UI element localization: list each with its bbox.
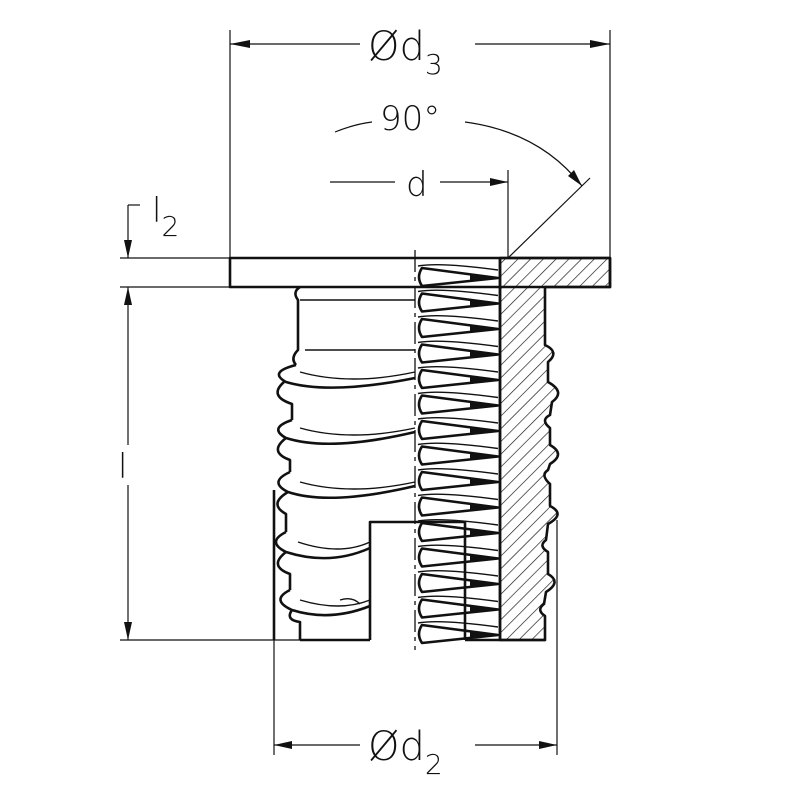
angle-label: 90°: [380, 99, 440, 139]
thread-tooth-tip: [470, 554, 498, 563]
thread-flank: [417, 289, 499, 297]
thread-flank: [417, 263, 499, 271]
thread-tooth-tip: [470, 529, 498, 537]
thread-tooth: [417, 419, 500, 441]
thread-flank: [417, 442, 499, 450]
l-label: l: [118, 447, 127, 487]
l2-label: l2: [152, 191, 179, 243]
thread-tooth: [417, 266, 500, 288]
thread-tooth: [417, 394, 500, 415]
thread-tooth: [417, 317, 500, 339]
thread-flank: [417, 416, 499, 424]
thread-tooth-tip: [470, 605, 498, 614]
thread-flank: [417, 314, 499, 322]
d2-label: Ød2: [368, 724, 443, 781]
thread-tooth-tip: [470, 401, 498, 410]
dimension-d3: Ød3: [229, 24, 611, 258]
dimension-angle: 90°: [334, 99, 591, 259]
dimension-d: d: [330, 165, 509, 258]
thread-flank: [417, 493, 499, 501]
section-hatch: [498, 256, 612, 642]
thread-flank: [417, 620, 499, 628]
thread-tooth-tip: [470, 350, 498, 359]
thread-flank: [417, 340, 499, 348]
thread-tooth: [417, 470, 500, 492]
thread-tooth-tip: [470, 478, 498, 486]
thread-tooth: [417, 547, 500, 568]
thread-flank: [417, 595, 499, 603]
thread-tooth: [417, 623, 500, 645]
thread-tooth: [417, 572, 500, 594]
thread-tooth-tip: [470, 427, 498, 435]
thread-tooth-tip: [470, 325, 498, 333]
thread-tooth-tip: [470, 580, 498, 588]
exterior-thread-crests: [274, 363, 416, 640]
thread-tooth: [417, 343, 500, 364]
section-view: [417, 256, 612, 645]
neck-outline: [292, 285, 301, 366]
d3-label: Ød3: [368, 24, 443, 81]
thread-tooth: [417, 598, 500, 619]
thread-tooth-tip: [470, 274, 498, 282]
thread-flank: [417, 365, 499, 373]
thread-flank: [417, 391, 499, 399]
dimension-l: l: [110, 445, 300, 641]
thread-tooth-tip: [470, 376, 498, 384]
thread-flank: [417, 544, 499, 552]
slot-outline: [368, 520, 467, 640]
thread-tooth-tip: [470, 631, 498, 639]
thread-tooth-tip: [470, 503, 498, 512]
thread-tooth: [417, 496, 500, 517]
thread-flank: [417, 569, 499, 577]
thread-tooth-tip: [470, 299, 498, 308]
d-label: d: [406, 165, 428, 205]
thread-tooth: [417, 521, 500, 543]
dimension-l2: l2: [120, 191, 230, 640]
thread-flank: [417, 467, 499, 475]
thread-tooth: [417, 292, 500, 313]
thread-tooth-tip: [470, 452, 498, 461]
thread-flank: [417, 518, 499, 526]
thread-tooth: [417, 368, 500, 390]
thread-tooth: [417, 445, 500, 466]
exterior-view: [272, 285, 467, 642]
dimension-d2: Ød2: [273, 490, 558, 781]
internal-thread-teeth: [417, 263, 500, 645]
